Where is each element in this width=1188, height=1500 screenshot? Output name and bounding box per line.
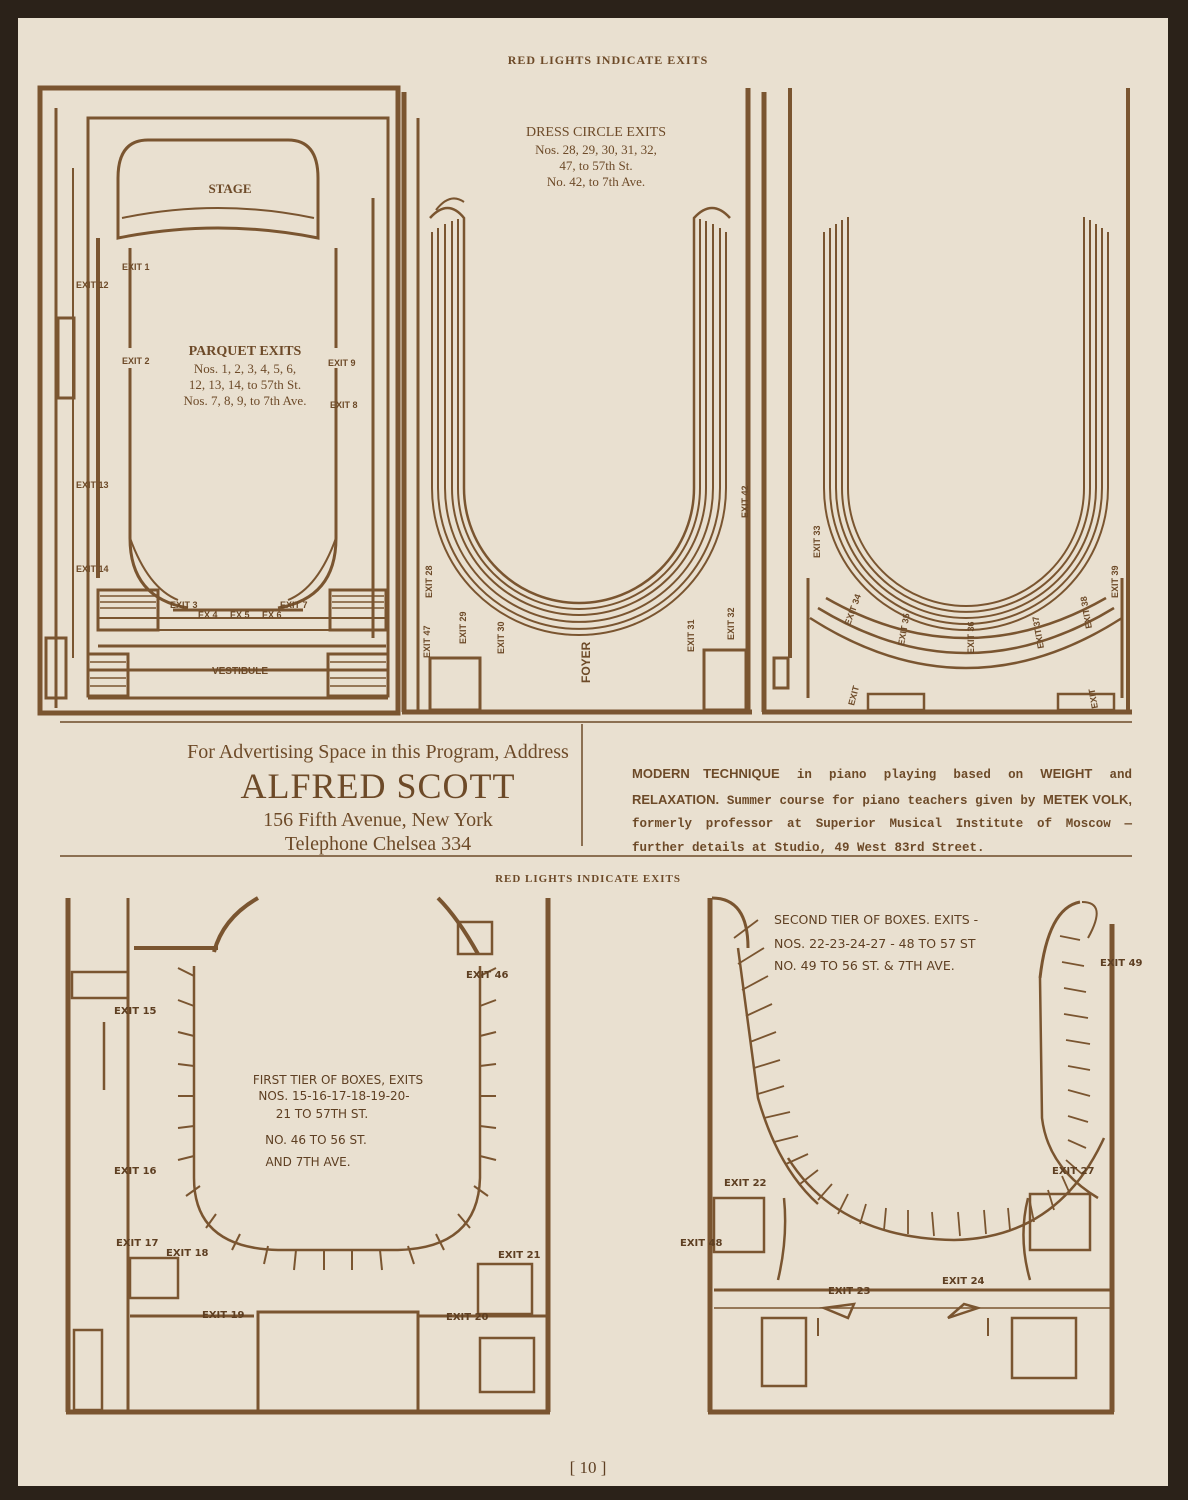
dress-circle-line2: 47, to 57th St. <box>559 158 632 173</box>
exit-4-label: EX 4 <box>198 610 218 620</box>
ad-name: ALFRED SCOTT <box>240 766 516 806</box>
notice-t1: in piano playing based on <box>779 768 1041 782</box>
exit-balcony-right-label: EXIT <box>1087 687 1100 709</box>
notice-b3: RELAXATION. <box>632 791 720 807</box>
exit-18-label: EXIT 18 <box>166 1248 209 1259</box>
ad-phone: Telephone Chelsea 334 <box>284 833 472 855</box>
second-tier-line1: SECOND TIER OF BOXES. EXITS - <box>774 912 978 927</box>
vestibule-label: VESTIBULE <box>212 666 268 677</box>
exit-23-label: EXIT 23 <box>828 1286 871 1297</box>
dress-circle-line1: Nos. 28, 29, 30, 31, 32, <box>535 142 657 157</box>
exit-30-label: EXIT 30 <box>496 621 506 654</box>
exit-6-label: EX 6 <box>262 610 282 620</box>
advertisement: For Advertising Space in this Program, A… <box>108 740 648 856</box>
exit-2-label: EXIT 2 <box>122 356 150 366</box>
floor-plans: RED LIGHTS INDICATE EXITS STAGE VES <box>37 53 1143 1415</box>
parquet-line2: 12, 13, 14, to 57th St. <box>189 377 301 392</box>
exit-31-label: EXIT 31 <box>686 619 696 652</box>
parquet-line3: Nos. 7, 8, 9, to 7th Ave. <box>184 393 307 408</box>
exit-33-label: EXIT 33 <box>812 525 822 558</box>
exit-35-label: EXIT 35 <box>896 613 911 647</box>
exit-47-label: EXIT 47 <box>422 625 432 658</box>
exit-29-label: EXIT 29 <box>458 611 468 644</box>
balcony-plan <box>761 88 1132 715</box>
first-tier-text: FIRST TIER OF BOXES, EXITS NOS. 15-16-17… <box>253 1073 423 1169</box>
parquet-exit-labels: EXIT 1 EXIT 2 EXIT 3 EX 4 EX 5 EX 6 EXIT… <box>76 262 358 620</box>
exit-12-label: EXIT 12 <box>76 280 109 290</box>
second-tier-plan <box>707 896 1115 1415</box>
exit-13-label: EXIT 13 <box>76 480 109 490</box>
exit-36-label: EXIT 36 <box>966 621 976 654</box>
ad-line1: For Advertising Space in this Program, A… <box>187 741 569 763</box>
exit-5-label: EX 5 <box>230 610 250 620</box>
parquet-plan <box>37 85 401 716</box>
ad-address: 156 Fifth Avenue, New York <box>263 809 493 831</box>
notice-t2: and <box>1092 768 1132 782</box>
first-tier-line3: 21 TO 57TH ST. <box>276 1107 368 1121</box>
exit-21-label: EXIT 21 <box>498 1250 541 1261</box>
exit-15-label: EXIT 15 <box>114 1006 157 1017</box>
foyer-label: FOYER <box>579 641 593 683</box>
exit-balcony-left-label: EXIT <box>846 684 861 706</box>
exit-19-label: EXIT 19 <box>202 1310 245 1321</box>
page-number: [ 10 ] <box>569 1458 607 1477</box>
exit-7-label: EXIT 7 <box>280 600 308 610</box>
stage-label: STAGE <box>208 181 251 196</box>
first-tier-line2: NOS. 15-16-17-18-19-20- <box>258 1089 409 1103</box>
exit-14-label: EXIT 14 <box>76 564 109 574</box>
bottom-header: RED LIGHTS INDICATE EXITS <box>495 873 681 885</box>
first-tier-boxes <box>177 967 497 1271</box>
exit-1-label: EXIT 1 <box>122 262 150 272</box>
exit-22-label: EXIT 22 <box>724 1178 767 1189</box>
first-tier-line5: AND 7TH AVE. <box>265 1155 350 1169</box>
second-tier-boxes <box>733 919 1091 1237</box>
program-page: RED LIGHTS INDICATE EXITS STAGE VES <box>18 18 1168 1486</box>
notice-b2: WEIGHT <box>1040 766 1093 781</box>
piano-notice: MODERN TECHNIQUE in piano playing based … <box>632 762 1132 860</box>
exit-27-label: EXIT 27 <box>1052 1166 1095 1177</box>
second-tier-line2: NOS. 22-23-24-27 - 48 TO 57 ST <box>774 936 976 951</box>
parquet-line1: Nos. 1, 2, 3, 4, 5, 6, <box>194 361 296 376</box>
exit-48-label: EXIT 48 <box>680 1238 723 1249</box>
first-tier-exit-labels: EXIT 15 EXIT 16 EXIT 17 EXIT 18 EXIT 19 … <box>114 970 541 1323</box>
exit-39-label: EXIT 39 <box>1110 565 1120 598</box>
exit-32-label: EXIT 32 <box>726 607 736 640</box>
exit-38-label: EXIT 38 <box>1078 596 1093 630</box>
top-header: RED LIGHTS INDICATE EXITS <box>508 53 709 67</box>
notice-b1: MODERN TECHNIQUE <box>632 766 780 781</box>
notice-b4: METEK VOLK, <box>1043 791 1132 807</box>
dress-circle-title: DRESS CIRCLE EXITS <box>526 125 666 140</box>
dress-circle-exit-labels: EXIT 28 EXIT 29 EXIT 30 EXIT 31 EXIT 32 … <box>422 485 750 658</box>
notice-t4: formerly professor at Superior Musical I… <box>632 817 1132 855</box>
exit-49-label: EXIT 49 <box>1100 958 1143 969</box>
second-tier-line3: NO. 49 TO 56 ST. & 7TH AVE. <box>774 958 955 973</box>
exit-8-label: EXIT 8 <box>330 400 358 410</box>
second-tier-text: SECOND TIER OF BOXES. EXITS - NOS. 22-23… <box>774 912 978 973</box>
dress-circle-line3: No. 42, to 7th Ave. <box>547 174 645 189</box>
exit-28-label: EXIT 28 <box>424 565 434 598</box>
exit-9-label: EXIT 9 <box>328 358 356 368</box>
exit-42-label: EXIT 42 <box>740 485 750 518</box>
dress-circle-plan <box>401 88 752 715</box>
second-tier-exit-labels: EXIT 22 EXIT 23 EXIT 24 EXIT 27 EXIT 48 … <box>680 958 1143 1297</box>
first-tier-line1: FIRST TIER OF BOXES, EXITS <box>253 1073 423 1087</box>
exit-46-label: EXIT 46 <box>466 970 509 981</box>
exit-16-label: EXIT 16 <box>114 1166 157 1177</box>
parquet-stairs <box>90 595 386 687</box>
exit-20-label: EXIT 20 <box>446 1312 489 1323</box>
notice-t3: Summer course for piano teachers given b… <box>719 793 1043 808</box>
exit-17-label: EXIT 17 <box>116 1238 159 1249</box>
exit-24-label: EXIT 24 <box>942 1276 985 1287</box>
first-tier-plan <box>65 896 551 1415</box>
parquet-title: PARQUET EXITS <box>189 344 302 359</box>
exit-3-label: EXIT 3 <box>170 600 198 610</box>
first-tier-line4: NO. 46 TO 56 ST. <box>265 1133 367 1147</box>
